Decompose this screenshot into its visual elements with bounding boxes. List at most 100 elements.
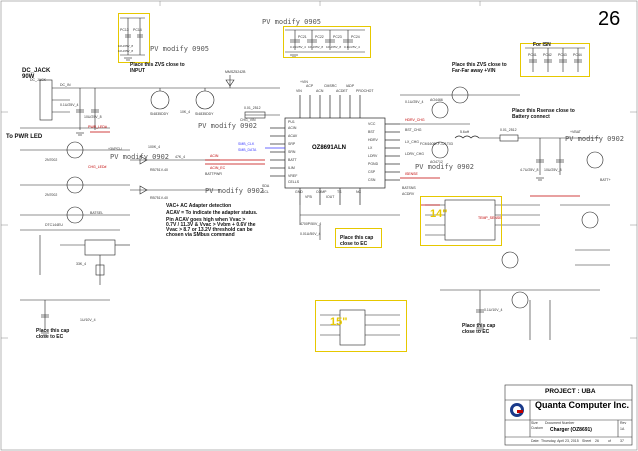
title-project: PROJECT : UBA <box>545 388 596 395</box>
net-vbat: +VBAT <box>570 130 581 134</box>
modify-note-center: PV modify 0902 <box>205 187 265 195</box>
cap-top-mid-7: 0.1U/25V_4 <box>344 45 360 49</box>
chip-pin-right-0: VCC <box>368 122 376 126</box>
comp-pd1: RB751V-40 <box>150 168 168 172</box>
note-box-top-center <box>283 26 371 58</box>
colored-nets <box>90 131 580 206</box>
net-batsel: BATSEL <box>90 211 104 215</box>
title-sheet-label: Sheet <box>582 439 592 443</box>
note-box-top-left <box>118 13 150 63</box>
power-stage <box>400 86 604 175</box>
net-acin: ACIN <box>210 154 219 158</box>
comp-pq1: SI4835DDY <box>150 112 169 116</box>
chip-pin-top-1: ACP <box>306 84 314 88</box>
annotation-cap-ec-left: Place this cap close to EC <box>36 328 70 340</box>
comp-pr4: 47K_4 <box>175 155 186 159</box>
chip-pin-right-6: CSP <box>368 170 376 174</box>
chip-pin-left-9: SCL <box>262 190 269 194</box>
annotation-cap-ec-center: Place this cap close to EC <box>340 235 374 247</box>
chip-pin-bottom-1: VFB <box>305 195 312 199</box>
net-smb-clk: SMB_CLK <box>238 142 255 146</box>
lower-right-ic <box>425 199 610 340</box>
title-doc-value: Charger (OZ8691) <box>550 427 592 433</box>
chip-pin-left-5: ILIM <box>288 166 295 170</box>
dc-jack-section <box>20 79 120 130</box>
comp-pr1: 0.01_2512 <box>244 106 261 110</box>
comp-pc10: 4700P/50V_4 <box>300 222 322 226</box>
net-pwrled: PWR_LED# <box>88 125 107 129</box>
vac-note-4: Vvac > 8.7 or 13.2V threshold can be <box>166 227 253 233</box>
title-block-frame <box>504 384 633 446</box>
net-i-sense: ISENSE <box>405 172 418 176</box>
modify-note-right-mid: PV modify 0902 <box>415 163 475 171</box>
chip-pin-left-2: SRP <box>288 142 296 146</box>
chip-pin-left-3: SRN <box>288 150 296 154</box>
chip-pin-right-9: ACDRV <box>402 192 415 196</box>
annotation-cap-ec-right: Place this cap close to EC <box>462 323 496 335</box>
top-left-cap-block <box>120 17 145 56</box>
vac-note-5: chosen via SMbus command <box>166 232 235 238</box>
comp-pc2: 10U/25V_8 <box>84 115 102 119</box>
vac-note-2: Pin ACAV goes high when Vvac > <box>166 217 246 223</box>
note-box-isn <box>520 43 590 77</box>
cap-top-left-3: 10U/25V_8 <box>118 49 134 53</box>
annotation-zvs-input: Place this ZVS close to INPUT <box>130 62 185 74</box>
top-center-cap-row <box>285 29 365 53</box>
chip-pin-bottom-4: TS <box>337 190 342 194</box>
page-number: 26 <box>598 8 621 30</box>
comp-pl1: 5.6uH <box>460 130 470 134</box>
net-dc-in: DC_IN <box>60 83 71 87</box>
cap-top-mid-6: 10U/25V_8 <box>326 45 342 49</box>
net-ldrv: LDRV_CHG <box>405 152 424 156</box>
title-size-label: Size <box>531 421 538 425</box>
comp-pl2: FCM1608KF-121T03 <box>420 142 453 146</box>
title-company: Quanta Computer Inc. <box>535 400 630 410</box>
comp-pr8: 0.01_2512 <box>500 128 517 132</box>
chip-pin-left-0: ACIN <box>288 126 297 130</box>
net-temp-sense: TEMP_SENSE <box>478 216 502 220</box>
comp-pc12: 0.1U/10V_4 <box>484 308 503 312</box>
vac-note-0: VAC+ AC Adapter detection <box>166 203 232 209</box>
annotation-for-isn: For ISN <box>533 42 551 48</box>
note-box-15 <box>315 300 407 352</box>
ground-symbols <box>41 54 544 336</box>
chip-pin-top-5: IADP <box>346 84 355 88</box>
cap-isn-1: PC42 <box>543 53 552 57</box>
cap-top-mid-3: PC24 <box>351 35 360 39</box>
title-of-label: of <box>608 439 611 443</box>
title-rev-label: Rev <box>620 421 627 425</box>
chip-name: OZ8691ALN <box>312 145 347 151</box>
regulator-section <box>20 239 130 330</box>
chip-pin-right-5: PGND <box>368 162 379 166</box>
title-of-value: 37 <box>620 439 624 443</box>
comp-pc11: 1U/10V_4 <box>80 318 96 322</box>
chip-pin-top-3: CMSRC <box>324 84 337 88</box>
quanta-logo <box>510 403 524 417</box>
net-hdrv: HDRV_CHG <box>405 118 425 122</box>
chip-pin-top-6: PROCHOT <box>356 89 374 93</box>
vac-note-1: ACAV = To indicate the adapter status. <box>166 210 258 216</box>
title-date-label: Date: <box>531 439 540 443</box>
net-batt-plus: BATT+ <box>600 178 611 182</box>
cap-top-mid-2: PC23 <box>333 35 342 39</box>
chip-pin-right-7: CSN <box>368 178 376 182</box>
annotation-size-14: 14" <box>430 208 448 220</box>
title-date-value: Thursday, April 23, 2015 <box>541 439 579 443</box>
comp-pq6: 2N7002 <box>45 193 58 197</box>
modify-note-mid-left: PV modify 0902 <box>198 122 258 130</box>
cap-top-mid-4: 0.1U/25V_4 <box>290 45 306 49</box>
modify-note-lower-left: PV modify 0902 <box>110 153 170 161</box>
cap-isn-3: PC44 <box>573 53 582 57</box>
cap-top-mid-0: PC21 <box>298 35 307 39</box>
chip-pin-left-7: CELLS <box>288 180 300 184</box>
chip-pin-right-2: HDRV <box>368 138 378 142</box>
chip-pin-right-8: BATSNS <box>402 186 416 190</box>
cap-top-mid-5: 10U/25V_8 <box>308 45 324 49</box>
title-rev-value: 1A <box>620 427 625 431</box>
lower-center-ic <box>299 205 400 346</box>
comp-pc3: 0.1U/25V_4 <box>405 100 424 104</box>
annotation-pwr-led: To PWR LED <box>6 134 43 140</box>
chip-pin-left-1: ACAV <box>288 134 298 138</box>
comp-pq2: SI4835DDY <box>195 112 214 116</box>
comp-pq7: DTC144EU <box>45 223 63 227</box>
